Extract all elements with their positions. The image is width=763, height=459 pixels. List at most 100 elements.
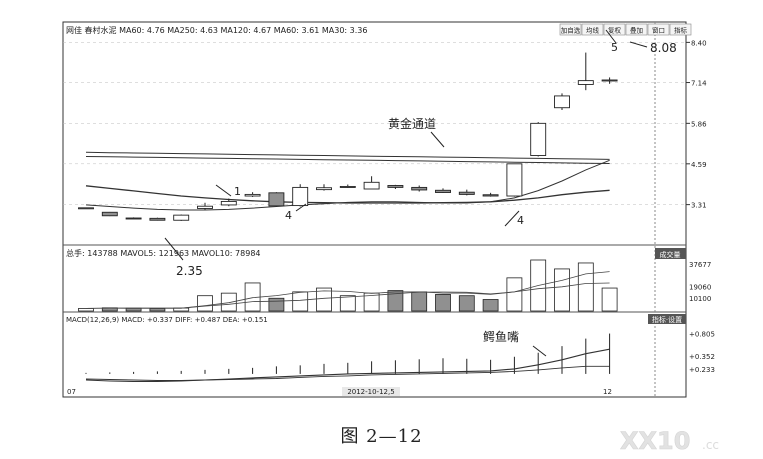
candle — [554, 93, 570, 110]
xaxis-mid-label: 2012-10-12,5 — [347, 388, 394, 396]
mouth-annotation: 鳄鱼嘴 — [483, 330, 519, 344]
price-high-label: 8.08 — [650, 41, 677, 55]
candle — [173, 214, 190, 221]
macd-dea-line — [85, 365, 610, 381]
toolbar-button-3[interactable] — [625, 23, 648, 36]
toolbar-button-label-1: 均线 — [586, 26, 600, 35]
price-low-label: 2.35 — [176, 264, 203, 278]
volume-bar — [125, 307, 142, 312]
mark-5: 5 — [611, 41, 618, 54]
volume-bar — [268, 297, 285, 312]
volume-bar — [292, 291, 309, 312]
volume-bar — [339, 295, 356, 312]
price-low-arrow — [164, 237, 184, 261]
volume-bar — [435, 294, 451, 312]
toolbar-button-0[interactable] — [559, 23, 582, 36]
moving-average-lines — [85, 151, 610, 211]
volume-bar — [197, 295, 213, 312]
candle — [292, 184, 309, 207]
ma-line-ma120-2 — [85, 156, 610, 164]
candle — [601, 77, 618, 84]
volume-bar — [78, 308, 94, 312]
toolbar-button-label-3: 叠加 — [630, 26, 643, 35]
candle — [197, 202, 213, 210]
ma-line-ma250-1 — [85, 151, 610, 160]
candle — [220, 198, 237, 207]
price-axis: 3.314.595.867.148.40 — [686, 39, 707, 210]
toolbar-button-label-2: 复权 — [608, 26, 622, 35]
macd-label: 指标·设置 — [652, 315, 682, 324]
candle — [506, 163, 523, 197]
mark-1-arrow — [215, 184, 232, 197]
candle — [435, 188, 451, 193]
volume-tick-label-0: 37677 — [689, 261, 711, 269]
macd-tick-label-1: +0.352 — [689, 353, 715, 361]
mark-4a: 4 — [285, 209, 292, 222]
mark-4a-arrow — [295, 203, 307, 212]
main-indicator-text: 网佳 春村水泥 MA60: 4.76 MA250: 4.63 MA120: 4.… — [66, 25, 367, 35]
mark-5-arrow — [605, 29, 617, 44]
price-high-arrow — [629, 41, 648, 48]
channel-annotation: 黄金通道 — [388, 116, 436, 131]
candle — [149, 217, 166, 221]
volume-tick-label-2: 10100 — [689, 295, 711, 303]
candle — [244, 192, 261, 197]
macd-tick-label-2: +0.233 — [689, 366, 715, 374]
volume-tick-label-1: 19060 — [689, 284, 711, 292]
volume-bar — [411, 291, 428, 312]
volume-bar — [220, 292, 237, 312]
toolbar-button-5[interactable] — [669, 23, 692, 36]
macd-lines — [85, 348, 610, 383]
toolbar-button-label-0: 加自选 — [561, 26, 581, 35]
volume-label-box — [655, 248, 686, 259]
volume-axis: 37677 19060 10100 — [689, 261, 711, 303]
candle — [268, 192, 285, 207]
price-tick-label-1: 4.59 — [691, 161, 707, 169]
mark-1: 1 — [234, 185, 241, 198]
ma-line-ma60-0 — [85, 185, 610, 204]
volume-bar — [482, 299, 499, 312]
toolbar-button-4[interactable] — [647, 23, 670, 36]
xaxis-right-label: 12 — [603, 388, 612, 396]
candle — [458, 189, 475, 196]
watermark-logo: XX10 .cc — [620, 427, 719, 456]
mark-4b-arrow — [504, 210, 520, 227]
volume-bar — [387, 290, 404, 312]
candle — [363, 176, 380, 190]
figure-caption: 图 2—12 — [340, 426, 423, 447]
price-tick-label-4: 8.40 — [691, 39, 707, 47]
candle — [78, 207, 94, 210]
toolbar-button-1[interactable] — [581, 23, 604, 36]
macd-histogram — [85, 333, 611, 374]
candle — [482, 192, 499, 197]
candle — [577, 52, 594, 91]
macd-tick-label-0: +0.805 — [689, 330, 715, 338]
svg-text:.cc: .cc — [702, 438, 719, 452]
candle — [411, 185, 428, 192]
macd-axis: +0.805 +0.352 +0.233 — [689, 330, 715, 374]
candle — [387, 184, 404, 189]
volume-label: 成交量 — [660, 250, 681, 259]
volume-indicator-text: 总手: 143788 MAVOL5: 121963 MAVOL10: 78984 — [66, 248, 261, 258]
channel-arrow — [430, 131, 445, 148]
header-toolbar[interactable]: 加自选均线复权叠加窗口指标 — [559, 23, 692, 36]
toolbar-button-label-4: 窗口 — [652, 26, 665, 35]
xaxis-date-box — [342, 387, 400, 396]
macd-label-box — [648, 314, 686, 324]
volume-bar — [506, 277, 523, 312]
macd-dif-line — [85, 348, 610, 383]
volume-bar — [458, 295, 475, 312]
mouth-arrow — [532, 345, 547, 357]
xaxis-left-label: 07 — [67, 388, 76, 396]
candle — [101, 211, 118, 217]
toolbar-button-label-5: 指标 — [674, 26, 688, 35]
toolbar-button-2[interactable] — [603, 23, 626, 36]
volume-bar — [601, 287, 618, 312]
volume-bar — [554, 268, 570, 312]
macd-indicator-text: MACD(12,26,9) MACD: +0.337 DIFF: +0.487 … — [66, 316, 268, 324]
volume-bar — [316, 287, 332, 312]
candlestick-series — [78, 52, 618, 221]
volume-bar — [577, 262, 594, 312]
price-grid — [63, 42, 686, 205]
